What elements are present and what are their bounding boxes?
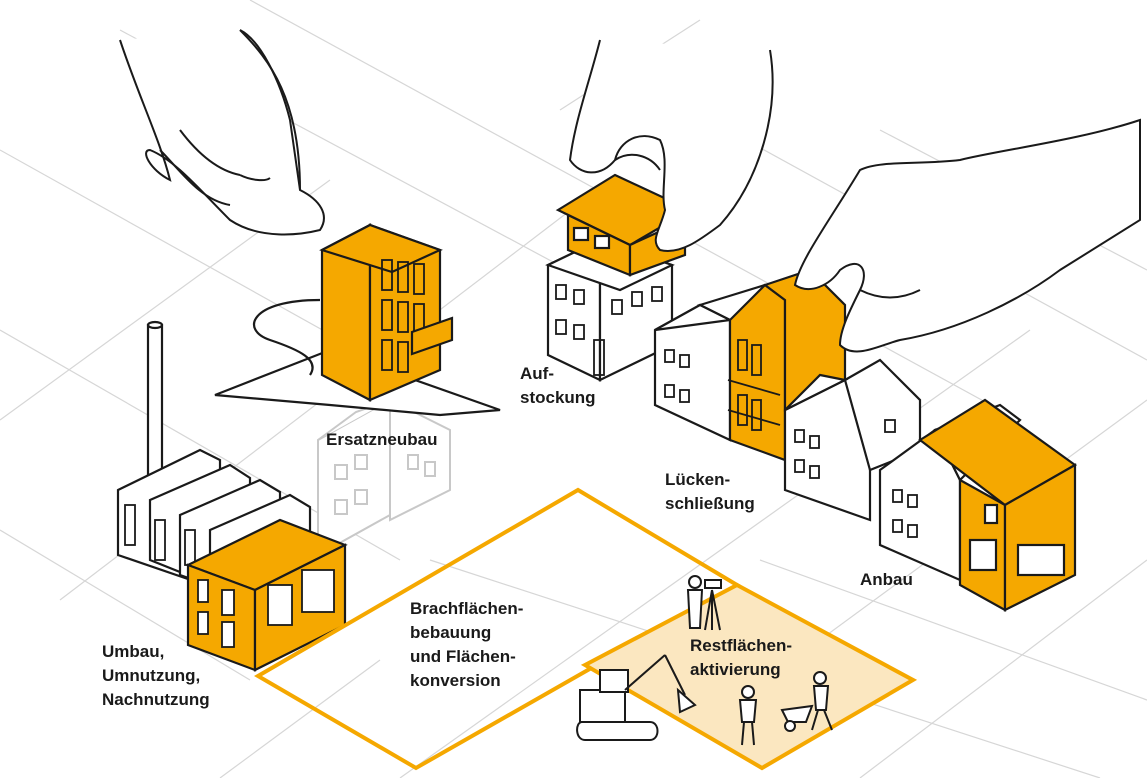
label-brachflaechen-line-4: konversion [410,671,501,690]
label-restflaechen-line-1: Restflächen- [690,636,793,655]
label-anbau-text: Anbau [860,570,913,589]
label-ersatzneubau-text: Ersatzneubau [326,430,438,449]
label-brachflaechen-line-1: Brachflächen- [410,599,524,618]
label-aufstockung: Auf- stockung [520,362,596,410]
label-restflaechen: Restflächen- aktivierung [690,634,792,682]
restflaechen-area [580,582,918,771]
label-aufstockung-line-2: stockung [520,388,596,407]
ersatzneubau-building [319,223,454,402]
label-aufstockung-line-1: Auf- [520,364,554,383]
hand-icon [119,29,325,236]
label-umbau: Umbau, Umnutzung, Nachnutzung [102,640,210,712]
label-brachflaechen: Brachflächen- bebauung und Flächen- konv… [410,597,523,693]
excavator-icon [576,654,697,741]
label-brachflaechen-line-2: bebauung [410,623,492,642]
label-lueckenschliessung: Lücken- schließung [665,468,755,516]
anbau-extension [918,398,1078,612]
label-lueckenschliessung-line-1: Lücken- [665,470,731,489]
worker-icon [738,685,758,746]
label-umbau-line-3: Nachnutzung [102,690,210,709]
hand-icon [568,39,774,252]
label-anbau: Anbau [860,568,913,592]
hand-icon [793,118,1141,353]
label-brachflaechen-line-3: und Flächen- [410,647,516,666]
label-ersatzneubau: Ersatzneubau [326,428,437,452]
lueckenschliessung-right-house [783,358,922,522]
ghost-house-icon [317,398,451,557]
label-umbau-line-1: Umbau, [102,642,165,661]
label-lueckenschliessung-line-2: schließung [665,494,755,513]
surveyor-icon [686,575,722,631]
label-restflaechen-line-2: aktivierung [690,660,781,679]
label-umbau-line-2: Umnutzung, [102,666,201,685]
wheelbarrow-icon [780,671,833,732]
umbau-building [185,518,348,672]
